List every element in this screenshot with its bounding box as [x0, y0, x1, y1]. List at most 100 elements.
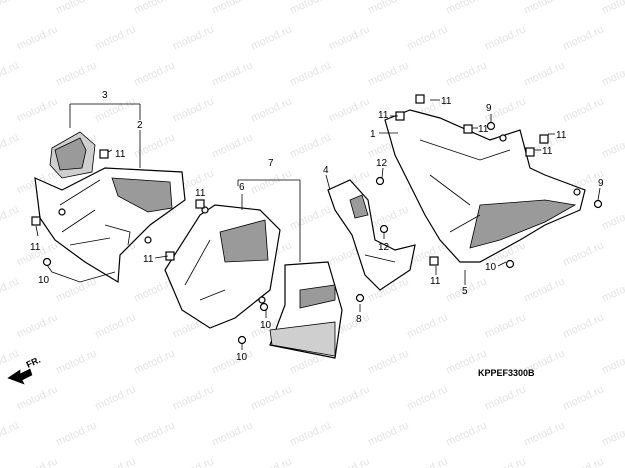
- callout-3: 3: [102, 90, 108, 101]
- watermark-text: motod.ru: [210, 347, 254, 376]
- watermark-text: motod.ru: [600, 275, 625, 304]
- watermark-text: motod.ru: [405, 23, 449, 52]
- callout-10a: 10: [38, 275, 50, 286]
- watermark-text: motod.ru: [93, 311, 137, 340]
- watermark-text: motod.ru: [54, 347, 98, 376]
- callout-6: 6: [239, 182, 245, 193]
- callout-9b: 9: [598, 178, 604, 189]
- watermark-text: motod.ru: [132, 59, 176, 88]
- callout-11h: 11: [556, 130, 567, 141]
- watermark-text: motod.ru: [405, 311, 449, 340]
- watermark-text: motod.ru: [288, 419, 332, 448]
- watermark-text: motod.ru: [561, 95, 605, 124]
- watermark-text: motod.ru: [522, 0, 566, 17]
- callout-10b: 10: [260, 320, 272, 331]
- callout-12b: 12: [378, 242, 390, 253]
- part-center-side-cover: [164, 204, 281, 329]
- watermark-text: motod.ru: [444, 59, 488, 88]
- watermark-text: motod.ru: [600, 419, 625, 448]
- watermark-text: motod.ru: [249, 167, 293, 196]
- callout-11b: 11: [30, 242, 41, 253]
- callout-11c: 11: [195, 188, 206, 199]
- watermark-text: motod.ru: [171, 455, 215, 468]
- watermark-text: motod.ru: [366, 59, 410, 88]
- callout-10d: 10: [485, 262, 497, 273]
- watermark-text: motod.ru: [366, 0, 410, 17]
- watermark-text: motod.ru: [483, 23, 527, 52]
- watermark-text: motod.ru: [522, 59, 566, 88]
- direction-label: FR.: [25, 355, 42, 370]
- watermark-text: motod.ru: [15, 383, 59, 412]
- watermark-text: motod.ru: [483, 311, 527, 340]
- callout-11e: 11: [378, 110, 389, 121]
- watermark-text: motod.ru: [93, 23, 137, 52]
- watermark-text: motod.ru: [600, 347, 625, 376]
- watermark-text: motod.ru: [93, 383, 137, 412]
- callout-11a: 11: [115, 149, 126, 160]
- watermark-text: motod.ru: [132, 347, 176, 376]
- watermark-text: motod.ru: [405, 383, 449, 412]
- watermark-text: motod.ru: [210, 59, 254, 88]
- callout-labels: 3 2 11 11 10 7 6 11 11 10 10 4 12 12 8 1…: [30, 90, 604, 363]
- watermark-text: motod.ru: [600, 0, 625, 17]
- watermark-text: motod.ru: [483, 383, 527, 412]
- watermark-text: motod.ru: [132, 419, 176, 448]
- watermark-text: motod.ru: [561, 23, 605, 52]
- watermark-text: motod.ru: [0, 203, 21, 232]
- watermark-text: motod.ru: [561, 383, 605, 412]
- callout-1: 1: [370, 129, 376, 140]
- watermark-text: motod.ru: [327, 383, 371, 412]
- watermark-text: motod.ru: [0, 131, 21, 160]
- callout-11d: 11: [143, 254, 154, 265]
- watermark-text: motod.ru: [327, 23, 371, 52]
- watermark-text: motod.ru: [561, 455, 605, 468]
- watermark-text: motod.ru: [561, 311, 605, 340]
- callout-12a: 12: [376, 158, 388, 169]
- watermark-text: motod.ru: [54, 59, 98, 88]
- watermark-text: motod.ru: [210, 419, 254, 448]
- watermark-text: motod.ru: [0, 0, 21, 17]
- watermark-text: motod.ru: [483, 455, 527, 468]
- watermark-text: motod.ru: [132, 131, 176, 160]
- watermark-text: motod.ru: [327, 95, 371, 124]
- watermark-text: motod.ru: [15, 455, 59, 468]
- watermark-text: motod.ru: [405, 455, 449, 468]
- leader-lines: [35, 99, 601, 350]
- watermark-text: motod.ru: [366, 347, 410, 376]
- watermark-text: motod.ru: [171, 23, 215, 52]
- watermark-text: motod.ru: [444, 419, 488, 448]
- watermark-text: motod.ru: [54, 275, 98, 304]
- watermark-text: motod.ru: [15, 95, 59, 124]
- callout-8: 8: [356, 314, 362, 325]
- callout-2: 2: [137, 120, 143, 131]
- watermark-text: motod.ru: [249, 23, 293, 52]
- watermark-text: motod.ru: [171, 95, 215, 124]
- watermark-text: motod.ru: [210, 131, 254, 160]
- watermark-text: motod.ru: [0, 419, 21, 448]
- watermark-text: motod.ru: [288, 59, 332, 88]
- callout-10c: 10: [236, 352, 248, 363]
- watermark-text: motod.ru: [15, 311, 59, 340]
- callout-11i: 11: [542, 146, 553, 157]
- watermark-text: motod.ru: [600, 131, 625, 160]
- watermark-text: motod.ru: [93, 455, 137, 468]
- watermark-text: motod.ru: [249, 383, 293, 412]
- watermark-text: motod.ru: [522, 419, 566, 448]
- watermark-text: motod.ru: [93, 95, 137, 124]
- watermark-text: motod.ru: [132, 0, 176, 17]
- watermark-text: motod.ru: [327, 455, 371, 468]
- watermark-text: motod.ru: [0, 275, 21, 304]
- watermark-text: motod.ru: [171, 383, 215, 412]
- watermark-text: motod.ru: [249, 95, 293, 124]
- callout-4: 4: [323, 165, 329, 176]
- callout-7: 7: [268, 158, 274, 169]
- part-inner-panel: [327, 179, 416, 291]
- callout-11g: 11: [478, 124, 489, 135]
- part-under-cowl: [384, 109, 586, 263]
- diagram-code: KPPEF3300B: [478, 368, 535, 378]
- watermark-text: motod.ru: [600, 203, 625, 232]
- watermark-text: motod.ru: [210, 0, 254, 17]
- part-left-middle-cowl: [34, 131, 186, 284]
